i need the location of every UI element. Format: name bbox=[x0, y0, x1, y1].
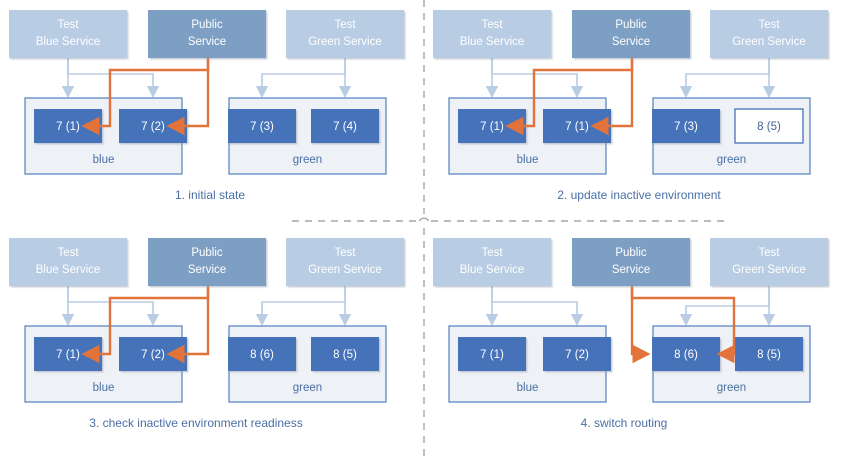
panel-2-service-test-blue-line2: Blue Service bbox=[460, 36, 525, 48]
panel-1-instance-blue-1: 7 (1) bbox=[34, 109, 102, 143]
panel-3-instance-blue-2: 7 (2) bbox=[119, 337, 187, 371]
panel-3-instance-green-2: 8 (5) bbox=[311, 337, 379, 371]
panel-1-public-routing bbox=[81, 58, 210, 136]
panel-2-green-test-connectors bbox=[679, 58, 776, 99]
panel-1-service-public-line1: Public bbox=[191, 19, 223, 31]
panel-3-service-test-blue: Test Blue Service bbox=[9, 238, 127, 286]
panel-1-env-blue-label: blue bbox=[93, 154, 115, 166]
panel-2-instance-blue-2-label: 7 (1) bbox=[565, 121, 589, 133]
panel-3-instance-blue-2-label: 7 (2) bbox=[141, 349, 165, 361]
panel-divider-vertical bbox=[418, 0, 430, 456]
panel-2-env-blue-label: blue bbox=[517, 154, 539, 166]
panel-4-instance-blue-2: 7 (2) bbox=[543, 337, 611, 371]
panel-1-service-test-green-line2: Green Service bbox=[308, 36, 382, 48]
panel-2: blue green 7 (1) 7 (1) 7 (3) 8 (5) bbox=[433, 10, 828, 202]
panel-3-service-test-blue-line1: Test bbox=[57, 247, 79, 259]
panel-2-instance-green-2: 8 (5) bbox=[734, 108, 804, 144]
panel-1: blue green 7 (1) 7 (2) 7 (3) 7 (4) bbox=[9, 10, 404, 202]
panel-1-instance-blue-2-label: 7 (2) bbox=[141, 121, 165, 133]
panel-4-instance-blue-2-label: 7 (2) bbox=[565, 349, 589, 361]
panel-1-caption: 1. initial state bbox=[175, 188, 245, 202]
panel-2-instance-blue-1-label: 7 (1) bbox=[480, 121, 504, 133]
panel-3-env-green-label: green bbox=[293, 382, 322, 394]
panel-1-service-test-blue-line2: Blue Service bbox=[36, 36, 101, 48]
panel-1-instance-blue-1-label: 7 (1) bbox=[56, 121, 80, 133]
panel-1-instance-blue-2: 7 (2) bbox=[119, 109, 187, 143]
panel-2-instance-blue-2: 7 (1) bbox=[543, 109, 611, 143]
panel-3-service-public-line2: Service bbox=[188, 264, 226, 276]
panel-4: blue green 7 (1) 7 (2) 8 (6) 8 (5) bbox=[433, 238, 828, 430]
panel-3-service-test-green-line2: Green Service bbox=[308, 264, 382, 276]
panel-3-instance-blue-1: 7 (1) bbox=[34, 337, 102, 371]
panel-4-blue-test-connectors bbox=[485, 286, 584, 327]
panel-4-green-test-connectors bbox=[679, 286, 776, 327]
panel-4-service-public: Public Service bbox=[572, 238, 690, 286]
panel-2-service-public-line2: Service bbox=[612, 36, 650, 48]
panel-1-service-test-blue: Test Blue Service bbox=[9, 10, 127, 58]
panel-2-instance-green-1-label: 7 (3) bbox=[674, 121, 698, 133]
panel-3-caption: 3. check inactive environment readiness bbox=[89, 416, 302, 430]
panel-1-instance-green-1-label: 7 (3) bbox=[250, 121, 274, 133]
panel-4-service-test-green-line1: Test bbox=[758, 247, 780, 259]
panel-3-service-test-blue-line2: Blue Service bbox=[36, 264, 101, 276]
panel-1-green-test-connectors bbox=[255, 58, 352, 99]
panel-4-service-public-line2: Service bbox=[612, 264, 650, 276]
panel-4-env-green-label: green bbox=[717, 382, 746, 394]
panel-4-env-blue-label: blue bbox=[517, 382, 539, 394]
panel-2-caption: 2. update inactive environment bbox=[557, 188, 721, 202]
panel-2-service-test-green-line1: Test bbox=[758, 19, 780, 31]
panel-3: blue green 7 (1) 7 (2) 8 (6) 8 (5) bbox=[9, 238, 404, 430]
panel-2-public-routing bbox=[505, 58, 634, 136]
panel-3-instance-green-2-label: 8 (5) bbox=[333, 349, 357, 361]
panel-4-service-test-blue-line2: Blue Service bbox=[460, 264, 525, 276]
panel-1-service-test-blue-line1: Test bbox=[57, 19, 79, 31]
panel-1-instance-green-2-label: 7 (4) bbox=[333, 121, 357, 133]
panel-4-instance-green-2-label: 8 (5) bbox=[757, 349, 781, 361]
panel-1-service-test-green: Test Green Service bbox=[286, 10, 404, 58]
panel-2-instance-green-2-label: 8 (5) bbox=[757, 121, 781, 133]
panel-1-env-green-label: green bbox=[293, 154, 322, 166]
panel-4-instance-blue-1: 7 (1) bbox=[458, 337, 526, 371]
panel-4-instance-blue-1-label: 7 (1) bbox=[480, 349, 504, 361]
panel-1-instance-green-1: 7 (3) bbox=[228, 109, 296, 143]
panel-4-service-test-green: Test Green Service bbox=[710, 238, 828, 286]
panel-2-service-test-green: Test Green Service bbox=[710, 10, 828, 58]
panel-3-env-blue-label: blue bbox=[93, 382, 115, 394]
panel-2-service-public-line1: Public bbox=[615, 19, 647, 31]
panel-4-service-public-line1: Public bbox=[615, 247, 647, 259]
panel-4-instance-green-2: 8 (5) bbox=[735, 337, 803, 371]
panel-4-service-test-green-line2: Green Service bbox=[732, 264, 806, 276]
panel-2-env-green-label: green bbox=[717, 154, 746, 166]
panel-3-service-test-green: Test Green Service bbox=[286, 238, 404, 286]
panel-3-instance-blue-1-label: 7 (1) bbox=[56, 349, 80, 361]
panel-4-public-routing bbox=[630, 286, 736, 364]
panel-3-instance-green-1-label: 8 (6) bbox=[250, 349, 274, 361]
panel-4-service-test-blue-line1: Test bbox=[481, 247, 503, 259]
panel-1-service-public: Public Service bbox=[148, 10, 266, 58]
panel-4-service-test-blue: Test Blue Service bbox=[433, 238, 551, 286]
panel-2-instance-green-1: 7 (3) bbox=[652, 109, 720, 143]
panel-3-instance-green-1: 8 (6) bbox=[228, 337, 296, 371]
panel-3-public-routing bbox=[81, 286, 210, 364]
panel-2-service-test-green-line2: Green Service bbox=[732, 36, 806, 48]
panel-1-service-test-green-line1: Test bbox=[334, 19, 356, 31]
panel-3-service-test-green-line1: Test bbox=[334, 247, 356, 259]
panel-2-service-public: Public Service bbox=[572, 10, 690, 58]
panel-1-service-public-line2: Service bbox=[188, 36, 226, 48]
panel-2-service-test-blue: Test Blue Service bbox=[433, 10, 551, 58]
panel-4-instance-green-1-label: 8 (6) bbox=[674, 349, 698, 361]
panel-4-instance-green-1: 8 (6) bbox=[652, 337, 720, 371]
panel-4-caption: 4. switch routing bbox=[581, 416, 668, 430]
panel-3-green-test-connectors bbox=[255, 286, 352, 327]
panel-2-service-test-blue-line1: Test bbox=[481, 19, 503, 31]
panel-3-service-public-line1: Public bbox=[191, 247, 223, 259]
panel-1-instance-green-2: 7 (4) bbox=[311, 109, 379, 143]
panel-2-instance-blue-1: 7 (1) bbox=[458, 109, 526, 143]
panel-3-service-public: Public Service bbox=[148, 238, 266, 286]
